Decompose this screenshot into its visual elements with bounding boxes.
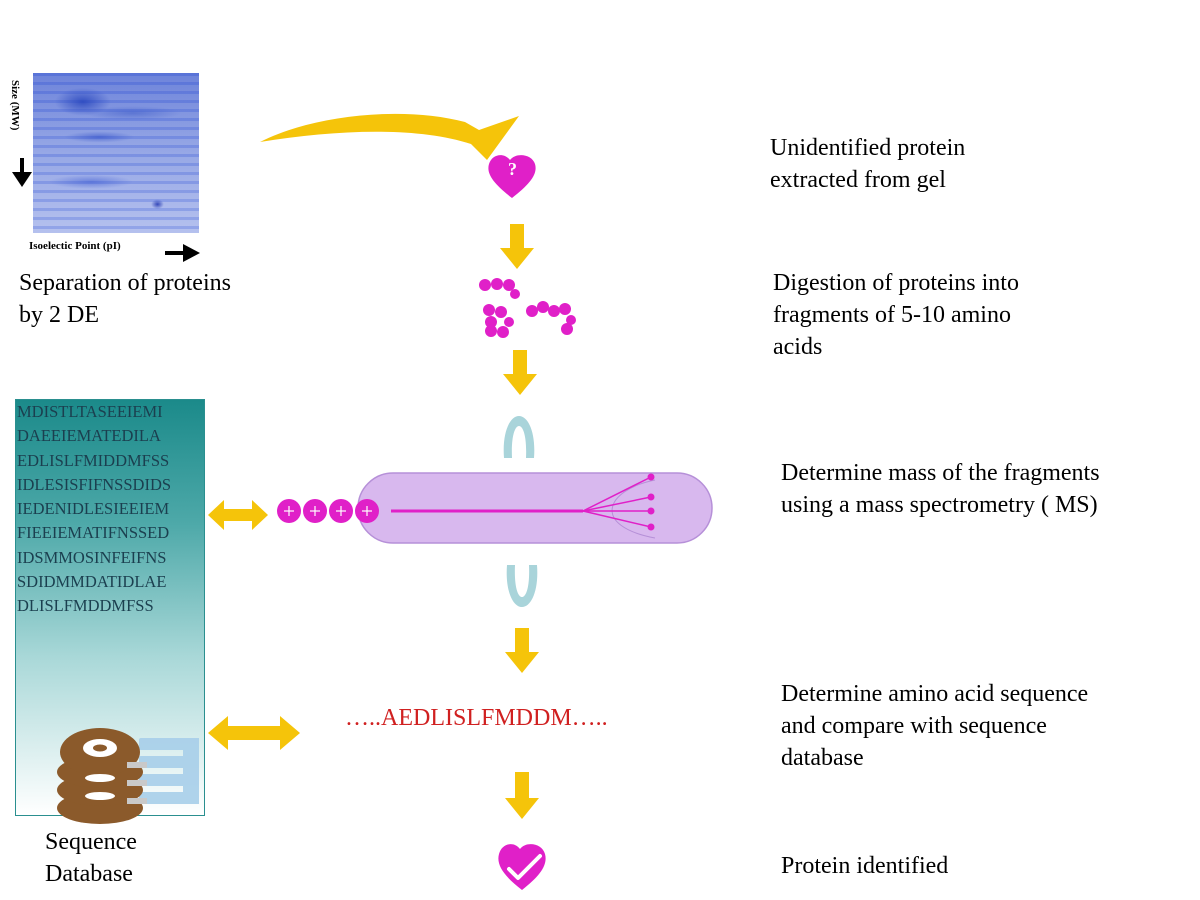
gel-x-axis-label: Isoelectic Point (pI) xyxy=(29,240,121,252)
protein-fragments-icon xyxy=(479,278,576,338)
charged-fragments-icon xyxy=(277,499,379,523)
flow-arrow-down-1 xyxy=(500,224,534,269)
step-digest-line3: acids xyxy=(773,334,823,360)
flow-arrow-down-4 xyxy=(505,772,539,819)
down-arrow-icon xyxy=(12,158,32,187)
step-extract-text: Unidentified protein extracted from gel xyxy=(770,132,965,196)
sequence-database-label-line2: Database xyxy=(45,861,133,887)
gel-caption-line2: by 2 DE xyxy=(19,302,99,328)
seq-line: MDISTLTASEEIEMI xyxy=(17,402,163,421)
seq-line: DAEEIEMATEDILA xyxy=(17,426,161,446)
peptide-sequence: …..AEDLISLFMDDM….. xyxy=(345,705,608,731)
seq-line: IDLESISFIFNSSDIDS xyxy=(17,474,172,494)
step-mass-line2: using a mass spectrometry ( MS) xyxy=(781,492,1098,518)
gel-y-axis-label: Size (MW) xyxy=(9,80,21,131)
2de-gel-image xyxy=(33,73,199,233)
unidentified-protein-icon: ? xyxy=(488,155,536,198)
curved-arrow xyxy=(260,113,519,160)
double-arrow-ms xyxy=(208,500,268,530)
seq-line: IDSMMOSINFEIFNS xyxy=(17,547,167,567)
step-extract-line2: extracted from gel xyxy=(770,167,946,193)
seq-line: EDLISLFMIDDMFSS xyxy=(17,450,170,470)
mass-spectrometer-icon xyxy=(357,472,713,544)
step-sequence-line2: and compare with sequence xyxy=(781,713,1047,739)
step-digest-line1: Digestion of proteins into xyxy=(773,270,1019,296)
flow-arrow-down-2 xyxy=(503,350,537,395)
step-mass-line1: Determine mass of the fragments xyxy=(781,460,1100,486)
seq-line: SDIDMMDATIDLAE xyxy=(17,572,167,592)
gel-caption-line1: Separation of proteins xyxy=(19,270,231,296)
protein-identified-icon xyxy=(498,844,546,890)
step-mass-text: Determine mass of the fragments using a … xyxy=(781,457,1100,521)
ms-lens-bottom-icon xyxy=(506,565,538,607)
double-arrow-db xyxy=(208,716,300,750)
step-sequence-line1: Determine amino acid sequence xyxy=(781,681,1089,707)
sequence-database-label: Sequence Database xyxy=(45,826,137,890)
seq-line: DLISLFMDDMFSS xyxy=(17,596,154,616)
step-identified-line1: Protein identified xyxy=(781,853,949,879)
step-digest-text: Digestion of proteins into fragments of … xyxy=(773,267,1019,363)
seq-line: IEDENIDLESIEEIEM xyxy=(17,499,170,519)
sequence-database-label-line1: Sequence xyxy=(45,829,137,855)
step-identified-text: Protein identified xyxy=(781,850,948,882)
flow-arrow-down-3 xyxy=(505,628,539,673)
ms-lens-top-icon xyxy=(503,416,535,458)
step-sequence-text: Determine amino acid sequence and compar… xyxy=(781,678,1088,774)
question-mark: ? xyxy=(508,159,517,179)
step-sequence-line3: database xyxy=(781,745,864,771)
step-extract-line1: Unidentified protein xyxy=(770,135,966,161)
gel-caption: Separation of proteins by 2 DE xyxy=(19,267,231,331)
right-arrow-icon xyxy=(165,244,200,262)
seq-line: FIEEIEMATIFNSSED xyxy=(17,523,170,543)
step-digest-line2: fragments of 5-10 amino xyxy=(773,302,1011,328)
database-disks-icon xyxy=(57,728,199,824)
